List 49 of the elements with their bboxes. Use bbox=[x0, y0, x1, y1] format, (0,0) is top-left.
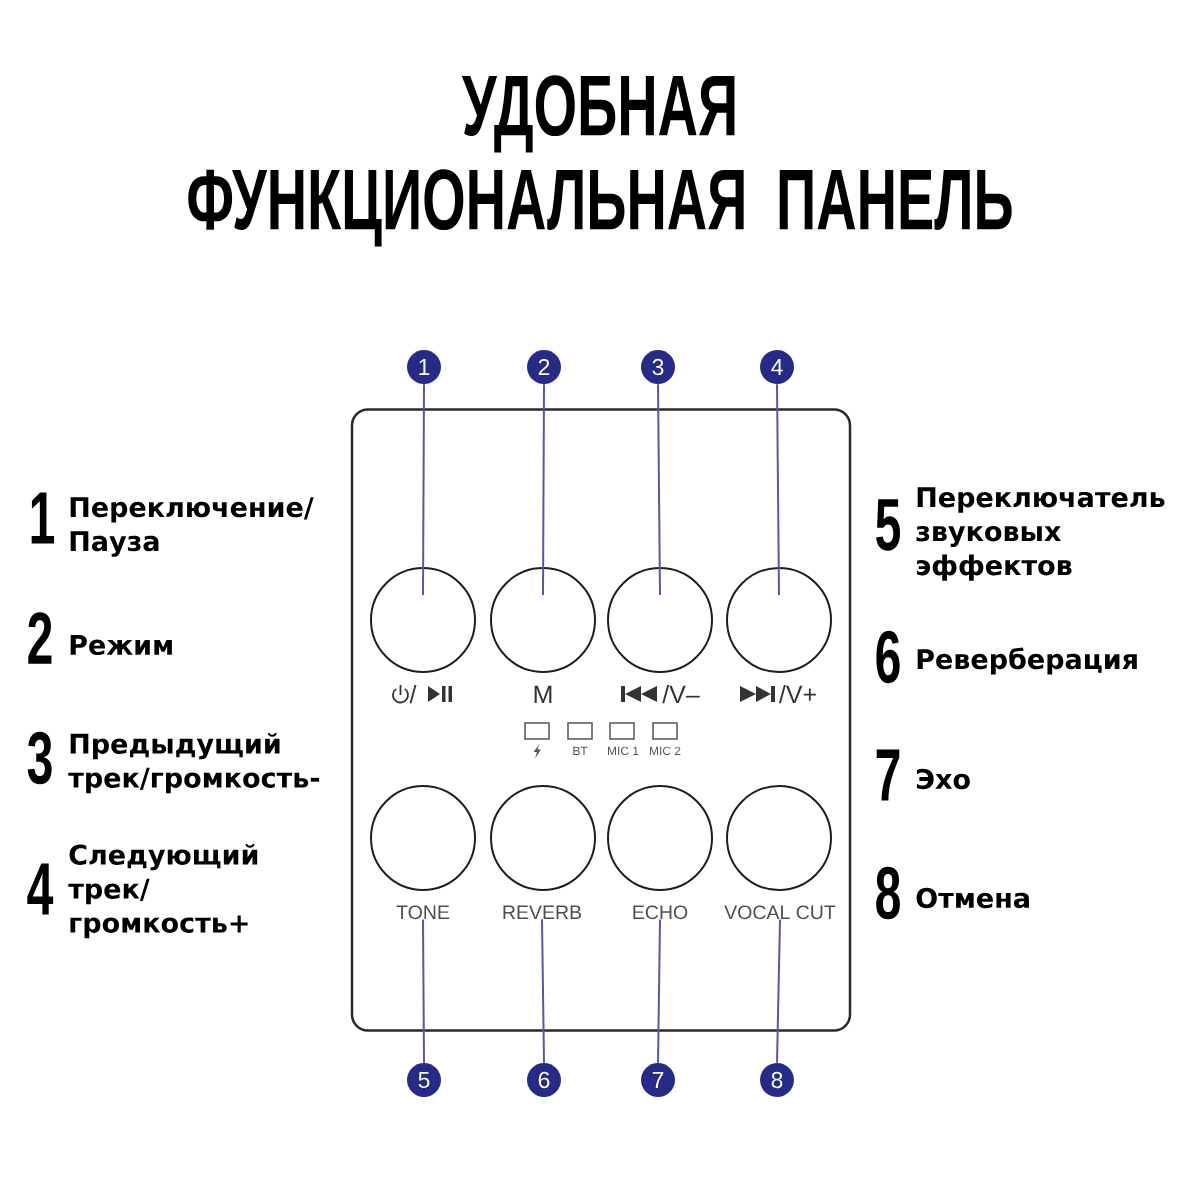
list-number: 6 bbox=[876, 630, 900, 684]
leader-line bbox=[657, 918, 661, 1064]
round-button bbox=[370, 785, 476, 891]
control-panel bbox=[350, 408, 852, 1032]
callout-number: 4 bbox=[760, 350, 794, 384]
button-label: /V+ bbox=[778, 684, 816, 704]
round-button bbox=[607, 785, 713, 891]
leader-line bbox=[422, 383, 425, 596]
list-number: 8 bbox=[876, 866, 900, 920]
round-button bbox=[726, 785, 832, 891]
round-button bbox=[490, 785, 596, 891]
title: УДОБНАЯ ФУНКЦИОНАЛЬНАЯ ПАНЕЛЬ bbox=[188, 75, 1012, 247]
list-number: 4 bbox=[27, 863, 54, 915]
description-text: Переключатель звуковых эффектов bbox=[916, 487, 1165, 581]
button-label: TONE bbox=[396, 905, 450, 920]
button-label: REVERB bbox=[503, 905, 582, 919]
callout-number: 1 bbox=[407, 350, 441, 384]
button-label: ECHO bbox=[633, 905, 688, 920]
description-text: Отмена bbox=[916, 887, 1029, 909]
button-label: / bbox=[409, 684, 417, 704]
description-text: Режим bbox=[70, 635, 172, 656]
list-number: 5 bbox=[876, 499, 901, 551]
description-text: Следующий трек/ громкость+ bbox=[68, 843, 258, 939]
callout-number: 8 bbox=[760, 1063, 794, 1097]
leader-line bbox=[541, 918, 545, 1064]
indicator-label: MIC 1 bbox=[608, 746, 639, 756]
button-label: M bbox=[534, 685, 552, 703]
list-number: 2 bbox=[28, 612, 52, 664]
list-number: 7 bbox=[876, 749, 900, 801]
leader-line bbox=[657, 383, 661, 596]
description-text: Предыдущий трек/громкость- bbox=[68, 732, 320, 794]
callout-number: 7 bbox=[641, 1063, 675, 1097]
description-text: Переключение/ Пауза bbox=[70, 497, 314, 557]
leader-line bbox=[776, 383, 780, 596]
button-label: VOCAL CUT bbox=[724, 905, 836, 920]
list-number: 3 bbox=[27, 731, 52, 785]
callout-number: 2 bbox=[527, 350, 561, 384]
callout-number: 3 bbox=[641, 350, 675, 384]
button-label: /V– bbox=[662, 684, 700, 704]
leader-line bbox=[776, 918, 781, 1064]
indicator-label: BT bbox=[573, 746, 588, 755]
indicator-label: MIC 2 bbox=[650, 746, 681, 756]
list-number: 1 bbox=[31, 492, 55, 544]
callout-number: 6 bbox=[527, 1063, 561, 1097]
description-text: Эхо bbox=[916, 768, 970, 790]
leader-line bbox=[422, 918, 425, 1064]
callout-number: 5 bbox=[407, 1063, 441, 1097]
description-text: Реверберация bbox=[917, 647, 1137, 675]
leader-line bbox=[542, 383, 545, 596]
